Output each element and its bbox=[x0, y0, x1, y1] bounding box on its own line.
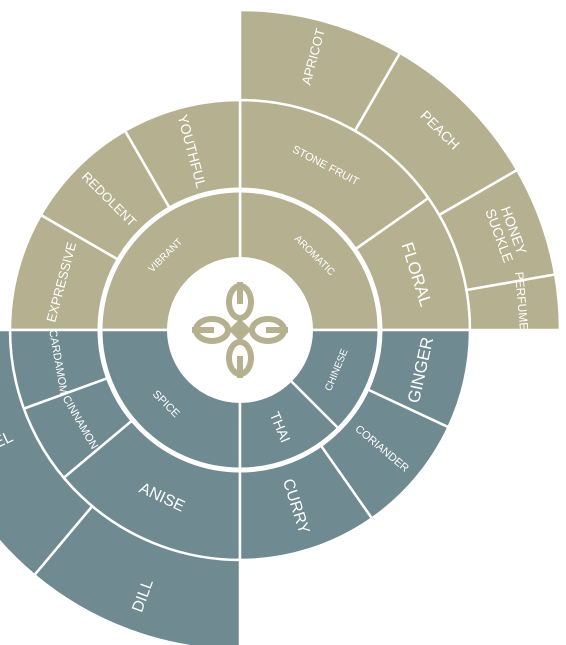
wheel-segments bbox=[0, 8, 562, 645]
label-perfumed: PERFUMED bbox=[512, 271, 532, 340]
segment-fennel bbox=[0, 328, 94, 577]
segment-perfumed bbox=[465, 272, 562, 332]
ornament-petal-3 bbox=[192, 316, 231, 344]
ring-divider-1 bbox=[97, 187, 383, 473]
ornament-petal-2 bbox=[226, 339, 254, 378]
ornament-petal-0 bbox=[226, 282, 254, 321]
ornament-petal-1 bbox=[249, 316, 288, 344]
